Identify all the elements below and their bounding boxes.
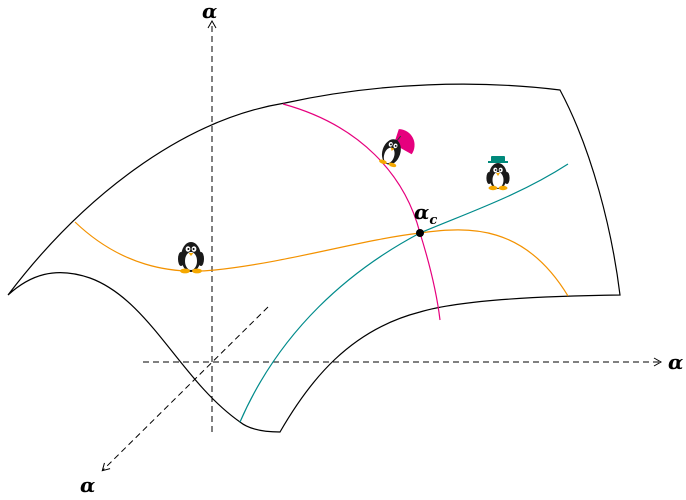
horizontal-axis-label: α xyxy=(668,350,683,374)
orange-curve xyxy=(74,221,569,297)
penguin-plain-icon xyxy=(178,242,204,274)
critical-point-marker xyxy=(416,229,424,237)
critical-point-label: αc xyxy=(414,200,437,228)
penguin-umbrella-icon xyxy=(379,129,415,168)
surface-outline xyxy=(7,83,621,433)
critical-point-subscript: c xyxy=(429,213,437,228)
vertical-axis-label: α xyxy=(202,0,217,23)
magenta-curve xyxy=(282,103,441,321)
depth-axis-label: α xyxy=(80,473,95,497)
penguin-hat-icon xyxy=(486,156,510,191)
teal-curve xyxy=(239,163,569,423)
critical-point-symbol: α xyxy=(414,200,429,224)
depth-axis xyxy=(101,306,269,472)
